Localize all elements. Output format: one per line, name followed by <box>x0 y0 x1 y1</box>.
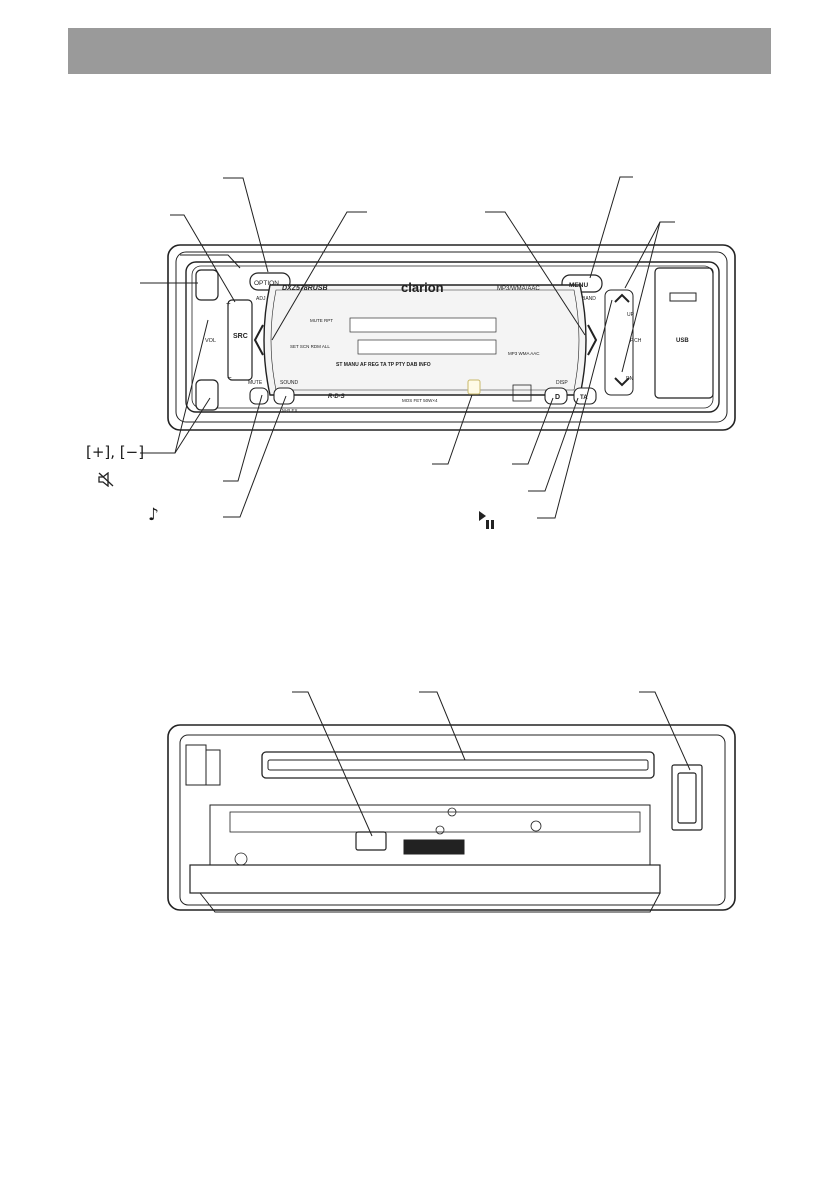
usb-label: USB <box>676 338 689 344</box>
mute-label: MUTE <box>248 380 263 386</box>
band-label: BAND <box>582 296 596 302</box>
adj-label: ADJ <box>256 296 266 302</box>
disc-slot <box>261 751 655 779</box>
ir-sensor <box>467 379 481 395</box>
mute-button <box>249 387 269 405</box>
down-arrow <box>614 377 630 387</box>
plus-minus-callout: [+], [−] <box>86 443 145 461</box>
pch-label: P.CH <box>630 338 642 344</box>
front-callout-lines <box>140 176 675 519</box>
mmex-label: M-B EX <box>282 408 298 413</box>
head-unit-front-panel <box>167 244 736 431</box>
menu-label: MENU <box>569 282 588 289</box>
src-label: SRC <box>233 333 248 340</box>
option-label: OPTION <box>254 280 279 287</box>
usb-port <box>669 292 697 302</box>
connector-block <box>403 839 465 855</box>
model-label: DXZ578RUSB <box>282 285 328 292</box>
brand-label: clarion <box>401 280 444 295</box>
lcd-right-indicators: MP3 WMA AAC <box>508 351 540 356</box>
lcd-bottom-row: ST MANU AF REG TA TP PTY DAB INFO <box>336 362 431 368</box>
disp-button <box>544 387 568 405</box>
up-arrow <box>614 293 630 303</box>
sound-note-icon: ♪ <box>148 505 159 525</box>
release-button <box>195 269 219 301</box>
rds-label: R·D·S <box>328 394 345 400</box>
chassis-usb-port <box>677 772 697 824</box>
disp-label: DISP <box>556 380 568 386</box>
mosfet-label: MOS FET 50W×4 <box>402 398 438 403</box>
d-label: D <box>555 394 560 401</box>
head-unit-chassis <box>167 724 736 913</box>
ta-label: TA <box>580 395 588 401</box>
sound-button <box>273 387 295 405</box>
vol-minus-label: − <box>227 373 232 382</box>
lcd-indicators-left: MUTE RPT <box>310 318 333 323</box>
lcd-mode-labels: SET SCN RDM ALL <box>290 344 330 349</box>
vol-plus-label: + <box>226 299 231 308</box>
up-label: UP <box>627 312 635 318</box>
dn-label: DN <box>626 376 634 382</box>
vol-label: VOL <box>205 338 216 344</box>
section-header-bar <box>68 28 771 74</box>
formats-label: MP3/WMA/AAC <box>497 286 540 292</box>
mute-icon <box>98 471 114 491</box>
reset-button <box>355 831 387 851</box>
sound-label: SOUND <box>280 380 298 386</box>
seek-right-arrow <box>587 324 598 356</box>
src-button <box>227 299 253 381</box>
seek-left-arrow <box>253 324 264 356</box>
lcd-segments <box>349 317 497 355</box>
cd-logo <box>512 384 532 402</box>
play-pause-icon <box>477 510 499 534</box>
chassis-callout-lines <box>292 691 691 837</box>
